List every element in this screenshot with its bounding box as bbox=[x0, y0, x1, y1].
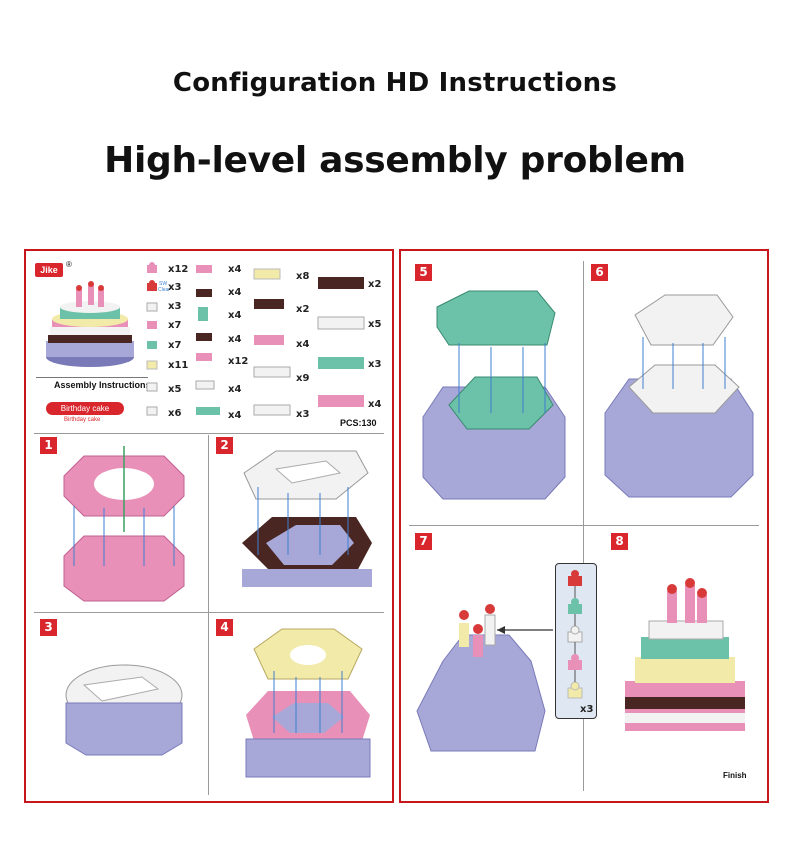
qty-col3-3: x4 bbox=[296, 339, 310, 350]
finish-label: Finish bbox=[723, 771, 747, 780]
cover-cake-illustration bbox=[46, 281, 134, 367]
qty-col2-6: x4 bbox=[228, 384, 242, 395]
brand-logo: Jike bbox=[35, 263, 63, 277]
step-number-badge: 1 bbox=[40, 437, 57, 454]
qty-col2-5: x12 bbox=[228, 356, 249, 367]
qty-col3-2: x2 bbox=[296, 304, 310, 315]
step-number-badge: 8 bbox=[611, 533, 628, 550]
sw-label: SW bbox=[159, 281, 168, 287]
qty-col2-7: x4 bbox=[228, 410, 242, 421]
qty-col4-1: x2 bbox=[368, 279, 382, 290]
step-1-illustration bbox=[63, 446, 185, 602]
callout-multiplier: x3 bbox=[580, 704, 594, 715]
qty-col1-5: x7 bbox=[168, 340, 182, 351]
step-4-illustration bbox=[245, 628, 371, 778]
instructions-panel-right: 5 6 7 bbox=[399, 249, 769, 803]
qty-col3-1: x8 bbox=[296, 271, 310, 282]
part-icons-col3 bbox=[253, 268, 291, 416]
step-3-illustration bbox=[65, 664, 183, 756]
qty-col4-3: x3 bbox=[368, 359, 382, 370]
qty-col1-6: x11 bbox=[168, 360, 189, 371]
step-number-badge: 3 bbox=[40, 619, 57, 636]
divider bbox=[583, 261, 584, 791]
qty-col1-7: x5 bbox=[168, 384, 182, 395]
qty-col1-1: x12 bbox=[168, 264, 189, 275]
product-caption: Birthday cake bbox=[64, 417, 101, 423]
part-icons-col1 bbox=[146, 262, 158, 416]
step-8-finished-cake bbox=[625, 578, 745, 731]
step-number-badge: 7 bbox=[415, 533, 432, 550]
step-7-illustration bbox=[416, 604, 546, 752]
qty-col1-8: x6 bbox=[168, 408, 182, 419]
divider bbox=[208, 435, 209, 795]
qty-col4-2: x5 bbox=[368, 319, 382, 330]
col3-last-qty: x3 bbox=[296, 409, 310, 420]
sw-sub-label: Clear bbox=[158, 287, 170, 293]
qty-col1-4: x7 bbox=[168, 320, 182, 331]
part-icons-col4 bbox=[317, 277, 365, 407]
qty-col2-2: x4 bbox=[228, 287, 242, 298]
divider bbox=[34, 433, 384, 434]
qty-col3-4: x9 bbox=[296, 373, 310, 384]
step-2-illustration bbox=[242, 450, 372, 587]
step-number-badge: 6 bbox=[591, 264, 608, 281]
qty-col1-2: x3 bbox=[168, 282, 182, 293]
parts-list-section: Jike ® Assembly Instructions Birthday ca… bbox=[26, 251, 392, 433]
divider bbox=[409, 525, 759, 526]
divider bbox=[34, 612, 384, 613]
page-subtitle: High-level assembly problem bbox=[104, 140, 686, 181]
qty-col1-3: x3 bbox=[168, 301, 182, 312]
step-number-badge: 5 bbox=[415, 264, 432, 281]
manual-title-rule bbox=[36, 377, 148, 378]
arrow-icon bbox=[497, 626, 553, 634]
product-badge: Birthday cake bbox=[46, 402, 124, 415]
qty-col4-4: x4 bbox=[368, 399, 382, 410]
step-5-illustration bbox=[422, 290, 566, 500]
callout-parts-stack bbox=[567, 570, 583, 699]
manual-title: Assembly Instructions bbox=[54, 380, 151, 390]
step-number-badge: 4 bbox=[216, 619, 233, 636]
step-6-illustration bbox=[604, 294, 754, 498]
page-title: Configuration HD Instructions bbox=[172, 68, 618, 98]
qty-col2-3: x4 bbox=[228, 310, 242, 321]
qty-col2-1: x4 bbox=[228, 264, 242, 275]
step-number-badge: 2 bbox=[216, 437, 233, 454]
parts-callout-box: x3 bbox=[555, 563, 597, 719]
part-icons-col2 bbox=[195, 265, 220, 415]
qty-col2-4: x4 bbox=[228, 334, 242, 345]
instructions-panel-left: Jike ® Assembly Instructions Birthday ca… bbox=[24, 249, 394, 803]
piece-count: PCS:130 bbox=[340, 418, 377, 428]
registered-mark: ® bbox=[66, 260, 72, 269]
